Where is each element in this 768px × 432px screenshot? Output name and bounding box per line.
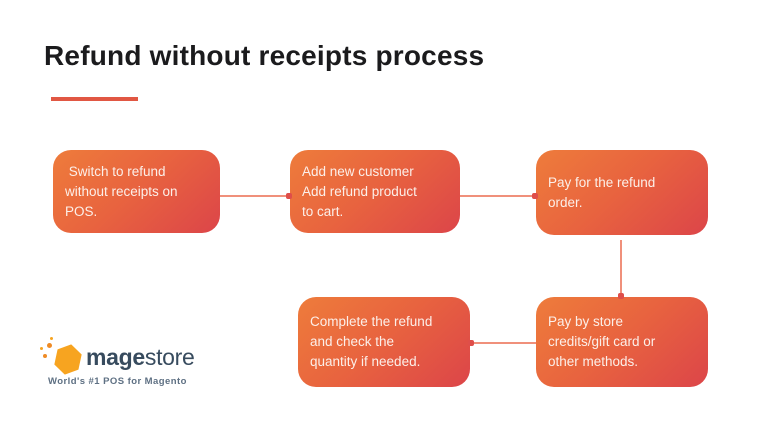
flow-step-3: Pay for the refund order. bbox=[536, 150, 708, 235]
brand-name-mage: mage bbox=[86, 344, 145, 370]
magestore-logo: magestore World's #1 POS for Magento bbox=[38, 334, 248, 394]
flow-step-4: Pay by store credits/gift card or other … bbox=[536, 297, 708, 387]
brand-name-store: store bbox=[144, 344, 195, 370]
burst-dot-icon bbox=[47, 343, 52, 348]
hexagon-burst-icon bbox=[51, 341, 85, 377]
flow-step-5: Complete the refund and check the quanti… bbox=[298, 297, 470, 387]
burst-dot-icon bbox=[43, 354, 47, 358]
brand-name: magestore bbox=[86, 346, 195, 369]
title-underline bbox=[51, 97, 138, 101]
burst-dot-icon bbox=[40, 347, 43, 350]
arrowhead-icon bbox=[532, 193, 538, 199]
logo-tagline: World's #1 POS for Magento bbox=[48, 376, 187, 387]
arrow-step2-to-step3 bbox=[460, 193, 538, 199]
arrow-step3-to-step4 bbox=[618, 240, 624, 299]
arrow-step1-to-step2 bbox=[220, 193, 292, 199]
burst-dot-icon bbox=[50, 337, 53, 340]
flow-step-1: Switch to refund without receipts on POS… bbox=[53, 150, 220, 233]
arrowhead-icon bbox=[618, 293, 624, 299]
arrowhead-icon bbox=[286, 193, 292, 199]
arrow-step4-to-step5 bbox=[468, 340, 536, 346]
arrowhead-icon bbox=[468, 340, 474, 346]
page-title: Refund without receipts process bbox=[44, 40, 485, 71]
flow-step-2: Add new customer Add refund product to c… bbox=[290, 150, 460, 233]
